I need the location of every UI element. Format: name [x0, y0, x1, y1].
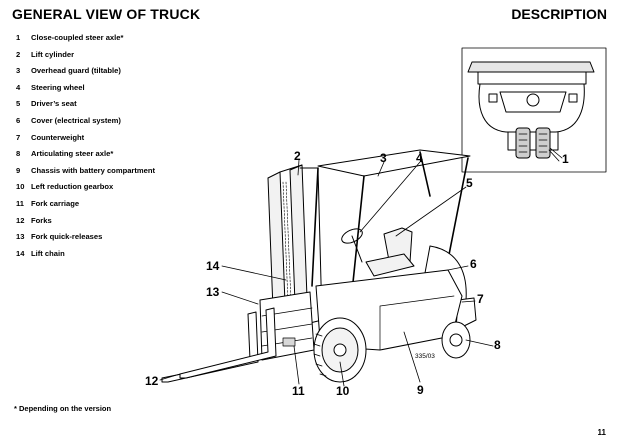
legend-label: Counterweight: [31, 132, 85, 142]
leader-lines: [159, 149, 560, 387]
legend-item: 2 Lift cylinder: [16, 47, 155, 64]
legend-label: Cover (electrical system): [31, 115, 121, 125]
legend-number: 8: [16, 149, 21, 159]
legend-label: Lift chain: [31, 248, 65, 258]
legend-item: 9 Chassis with battery compartment: [16, 163, 155, 180]
callout-11: 11: [292, 384, 305, 398]
callouts: 1 2 3 4 5 6 7 8 9 10 11 12 13 14 335/03: [145, 149, 569, 398]
callout-10: 10: [336, 384, 350, 398]
legend-label: Lift cylinder: [31, 49, 75, 59]
legend-label: Steering wheel: [31, 82, 85, 92]
legend-number: 6: [16, 115, 21, 125]
callout-9: 9: [417, 383, 424, 397]
legend-label: Left reduction gearbox: [31, 182, 114, 192]
legend-label: Forks: [31, 215, 52, 225]
legend-item: 5 Driver’s seat: [16, 96, 155, 113]
callout-13: 13: [206, 285, 220, 299]
callout-3: 3: [380, 151, 387, 165]
callout-12: 12: [145, 374, 159, 388]
legend-number: 13: [16, 232, 25, 242]
callout-2: 2: [294, 149, 301, 163]
legend-number: 11: [16, 198, 25, 208]
legend-item: 11 Fork carriage: [16, 196, 155, 213]
legend-number: 10: [16, 182, 25, 192]
legend-item: 7 Counterweight: [16, 130, 155, 147]
legend-item: 13 Fork quick-releases: [16, 229, 155, 246]
footnote: * Depending on the version: [14, 404, 112, 413]
legend-label: Fork carriage: [31, 198, 80, 208]
legend-number: 1: [16, 33, 21, 42]
legend-label: Fork quick-releases: [31, 232, 103, 242]
legend-number: 14: [16, 248, 25, 258]
callout-8: 8: [494, 338, 501, 352]
callout-7: 7: [477, 292, 484, 306]
callout-4: 4: [416, 151, 423, 165]
parts-legend: 1 Close-coupled steer axle* 2 Lift cylinde…: [16, 30, 155, 262]
rear-axle-inset: [461, 47, 607, 173]
callout-5: 5: [466, 176, 473, 190]
legend-label: Articulating steer axle*: [31, 149, 114, 159]
legend-item: 3 Overhead guard (tiltable): [16, 63, 155, 80]
legend-number: 4: [16, 82, 21, 92]
page-title: GENERAL VIEW OF TRUCK: [12, 6, 201, 22]
legend-label: Chassis with battery compartment: [31, 165, 156, 175]
legend-label: Close-coupled steer axle*: [31, 33, 124, 42]
legend-label: Overhead guard (tiltable): [31, 66, 121, 76]
forklift-drawing: [161, 149, 477, 383]
callout-14: 14: [206, 259, 220, 273]
callout-6: 6: [470, 257, 477, 271]
legend-number: 9: [16, 165, 21, 175]
legend-item: 6 Cover (electrical system): [16, 113, 155, 130]
legend-number: 3: [16, 66, 21, 76]
legend-item: 8 Articulating steer axle*: [16, 146, 155, 163]
legend-item: 14 Lift chain: [16, 246, 155, 263]
legend-number: 12: [16, 215, 25, 225]
legend-label: Driver’s seat: [31, 99, 77, 109]
legend-item: 1 Close-coupled steer axle*: [16, 30, 155, 47]
callout-1: 1: [562, 152, 569, 166]
legend-item: 10 Left reduction gearbox: [16, 179, 155, 196]
page-number: 11: [597, 428, 606, 437]
legend-number: 7: [16, 132, 21, 142]
drawing-code: 335/03: [415, 353, 435, 360]
legend-item: 12 Forks: [16, 213, 155, 230]
legend-number: 5: [16, 99, 21, 109]
legend-number: 2: [16, 49, 21, 59]
section-title: DESCRIPTION: [511, 6, 607, 22]
legend-item: 4 Steering wheel: [16, 80, 155, 97]
